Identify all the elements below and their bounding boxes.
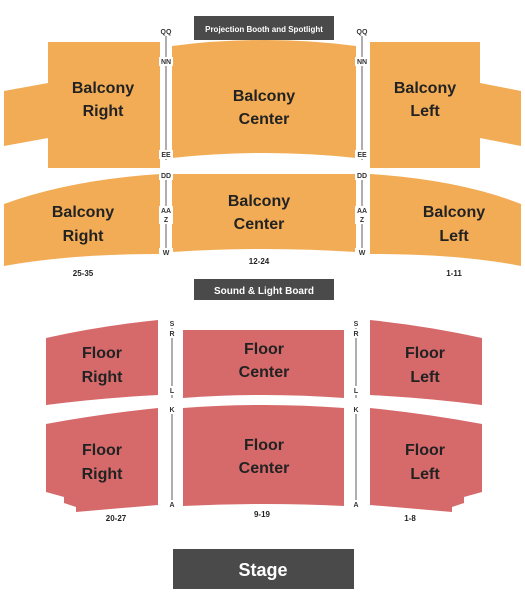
row-marker-a-right: A (353, 502, 358, 509)
row-marker-s-left: S (170, 321, 175, 328)
upper-floor-right-section[interactable] (46, 320, 158, 405)
row-marker-ee-left: EE (161, 152, 171, 159)
row-marker-bg (350, 329, 362, 338)
floor-center-seat-range: 9-19 (254, 510, 271, 519)
row-marker-r-left: R (169, 331, 174, 338)
floor-right-seat-range: 20-27 (106, 514, 127, 523)
row-marker-bg (355, 248, 369, 257)
row-marker-bg (159, 171, 173, 180)
row-marker-r-right: R (353, 331, 358, 338)
balcony-left-seat-range: 1-11 (446, 269, 462, 278)
row-marker-nn-left: NN (161, 59, 171, 66)
upper-floor-center-section[interactable] (183, 330, 344, 398)
sound-board-box (194, 279, 334, 300)
lower-balcony-right-line2: Right (63, 228, 105, 245)
row-marker-bg (159, 57, 173, 66)
row-marker-bg (166, 386, 178, 395)
row-marker-nn-right: NN (357, 59, 367, 66)
row-marker-bg (355, 171, 369, 180)
lower-balcony-center-line2: Center (234, 216, 285, 233)
row-marker-bg (350, 405, 362, 414)
lower-floor-right-section[interactable] (46, 408, 158, 512)
row-marker-dd-right: DD (357, 173, 367, 180)
row-marker-bg (355, 150, 369, 159)
upper-floor-right-line2: Right (82, 369, 124, 386)
row-marker-k-left: K (169, 407, 174, 414)
lower-floor-right-line1: Floor (82, 442, 122, 459)
upper-balcony-right-line2: Right (83, 103, 125, 120)
row-marker-qq-right: QQ (357, 29, 368, 36)
row-marker-w-left: W (163, 250, 170, 257)
row-marker-aa-left: AA (161, 208, 171, 215)
row-marker-bg (355, 215, 369, 224)
upper-balcony-left-line2: Left (410, 103, 440, 120)
stage-label: Stage (238, 560, 287, 580)
lower-floor-left-line2: Left (410, 466, 440, 483)
projection-booth-box (194, 16, 334, 40)
upper-floor-center-line1: Floor (244, 341, 284, 358)
lower-balcony-left-line1: Balcony (423, 204, 485, 221)
row-marker-bg (350, 500, 362, 509)
floor-left-seat-range: 1-8 (404, 514, 416, 523)
lower-balcony-left-section[interactable] (370, 174, 521, 266)
row-marker-bg (166, 329, 178, 338)
lower-floor-right-line2: Right (82, 466, 124, 483)
row-marker-s-right: S (354, 321, 359, 328)
row-marker-qq-left: QQ (161, 29, 172, 36)
row-marker-bg (166, 500, 178, 509)
row-marker-l-left: L (170, 388, 175, 395)
upper-balcony-left-line1: Balcony (394, 80, 456, 97)
lower-floor-left-section[interactable] (370, 408, 482, 512)
upper-balcony-right-section[interactable] (4, 42, 160, 168)
upper-balcony-center-line1: Balcony (233, 88, 295, 105)
row-marker-bg (166, 405, 178, 414)
balcony-right-seat-range: 25-35 (73, 269, 94, 278)
row-marker-bg (355, 206, 369, 215)
sound-board-label: Sound & Light Board (214, 286, 314, 297)
lower-floor-center-line2: Center (239, 460, 290, 477)
row-marker-z-right: Z (360, 217, 365, 224)
row-marker-bg (159, 248, 173, 257)
row-marker-bg (350, 319, 362, 328)
row-marker-bg (166, 319, 178, 328)
lower-balcony-right-line1: Balcony (52, 204, 114, 221)
upper-floor-right-line1: Floor (82, 345, 122, 362)
row-marker-l-right: L (354, 388, 359, 395)
upper-floor-left-section[interactable] (370, 320, 482, 405)
upper-floor-left-line2: Left (410, 369, 440, 386)
row-marker-bg (159, 27, 173, 36)
upper-floor-left-line1: Floor (405, 345, 445, 362)
lower-floor-left-line1: Floor (405, 442, 445, 459)
upper-balcony-left-section[interactable] (370, 42, 521, 168)
lower-balcony-center-section[interactable] (172, 174, 356, 252)
balcony-center-seat-range: 12-24 (249, 257, 270, 266)
lower-balcony-left-line2: Left (439, 228, 469, 245)
row-marker-bg (159, 215, 173, 224)
row-marker-dd-left: DD (161, 173, 171, 180)
row-marker-w-right: W (359, 250, 366, 257)
upper-balcony-center-line2: Center (239, 111, 290, 128)
stage (173, 549, 354, 589)
lower-floor-center-line1: Floor (244, 437, 284, 454)
row-marker-k-right: K (353, 407, 358, 414)
upper-balcony-center-section[interactable] (172, 40, 356, 158)
row-marker-aa-right: AA (357, 208, 367, 215)
lower-floor-center-section[interactable] (183, 405, 344, 506)
row-marker-bg (355, 57, 369, 66)
lower-balcony-center-line1: Balcony (228, 193, 290, 210)
upper-floor-center-line2: Center (239, 364, 290, 381)
row-marker-z-left: Z (164, 217, 169, 224)
row-marker-bg (159, 150, 173, 159)
row-marker-bg (355, 27, 369, 36)
upper-balcony-right-line1: Balcony (72, 80, 134, 97)
projection-booth-label: Projection Booth and Spotlight (205, 25, 323, 34)
row-marker-bg (350, 386, 362, 395)
lower-balcony-right-section[interactable] (4, 174, 160, 266)
row-marker-ee-right: EE (357, 152, 367, 159)
row-marker-a-left: A (169, 502, 174, 509)
row-marker-bg (159, 206, 173, 215)
